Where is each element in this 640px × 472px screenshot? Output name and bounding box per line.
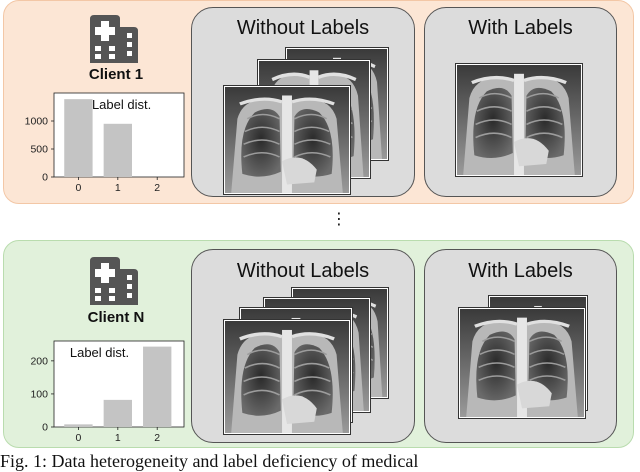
chart-title: Label dist.	[70, 345, 129, 360]
label-distribution-chart: 0 500 1000 0 1 2 Label dist.	[25, 92, 185, 194]
client-name: Client N	[87, 309, 145, 326]
client-1-panel: Client 1 0 500 1000 0 1 2 Label dist. Without …	[3, 0, 634, 204]
x-tick-label: 1	[115, 432, 121, 444]
x-tick-label: 1	[115, 182, 121, 194]
xray-image	[224, 86, 350, 194]
client-n-panel: Client N 0 100 200 0 1 2 Label dist. Without L…	[3, 240, 634, 448]
bar	[143, 346, 172, 427]
hospital-icon	[86, 13, 142, 63]
unlabeled-images-panel: Without Labels	[191, 7, 415, 197]
figure-caption: Fig. 1: Data heterogeneity and label def…	[0, 451, 419, 471]
with-labels-title: With Labels	[468, 260, 573, 282]
unlabeled-images-panel: Without Labels	[191, 249, 415, 443]
more-clients-ellipsis: ⋮	[331, 211, 347, 228]
x-tick-label: 0	[76, 182, 82, 194]
x-tick-label: 2	[154, 432, 160, 444]
xray-image	[224, 320, 350, 434]
y-tick-label: 0	[42, 172, 48, 184]
hospital-icon	[86, 255, 142, 305]
bar	[64, 424, 93, 427]
xray-image	[456, 64, 582, 176]
x-tick-label: 2	[154, 182, 160, 194]
x-tick-label: 0	[76, 432, 82, 444]
client-name: Client 1	[88, 66, 144, 83]
bar	[64, 99, 93, 177]
y-tick-label: 500	[30, 144, 48, 156]
y-tick-label: 0	[42, 422, 48, 434]
without-labels-title: Without Labels	[236, 17, 370, 39]
label-distribution-chart: 0 100 200 0 1 2 Label dist.	[30, 340, 185, 444]
without-labels-title: Without Labels	[236, 260, 370, 282]
labeled-images-panel: With Labels	[424, 249, 617, 443]
y-tick-label: 100	[30, 388, 48, 400]
xray-image	[459, 308, 585, 418]
chart-title: Label dist.	[92, 97, 151, 112]
labeled-images-panel: With Labels	[424, 7, 617, 197]
bar	[103, 123, 132, 177]
bar	[103, 399, 132, 427]
y-tick-label: 1000	[25, 116, 49, 128]
y-tick-label: 200	[30, 355, 48, 367]
with-labels-title: With Labels	[468, 17, 573, 39]
